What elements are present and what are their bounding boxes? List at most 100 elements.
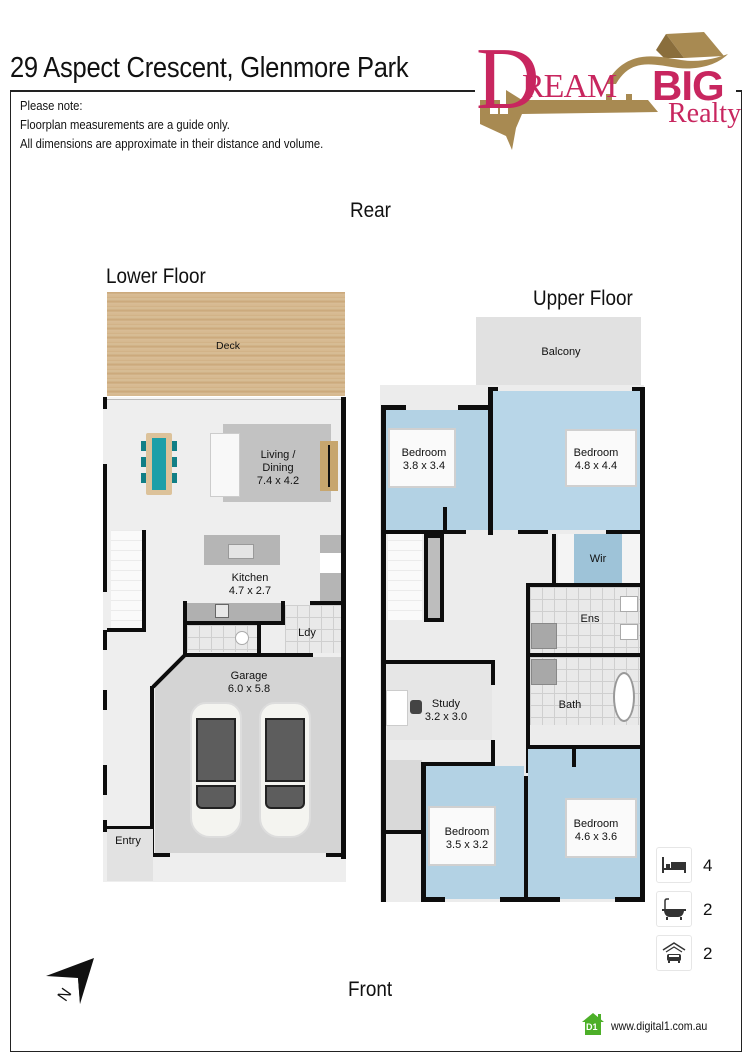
study-label: Study 3.2 x 3.0 — [424, 698, 468, 723]
bedroom-main-label: Bedroom 4.8 x 4.4 — [573, 447, 619, 472]
parking-count: 2 — [703, 944, 713, 963]
void-shaft — [424, 534, 444, 622]
wall — [552, 534, 556, 586]
wall — [526, 653, 645, 657]
living-dining-label: Living / Dining 7.4 x 4.2 — [256, 449, 300, 487]
deck-area — [107, 292, 345, 396]
logo-ream: REAM — [522, 68, 617, 105]
balcony-label: Balcony — [541, 346, 581, 358]
entry-label: Entry — [115, 835, 141, 847]
digital1-house-icon — [582, 1013, 604, 1035]
wall — [326, 853, 346, 857]
sink — [228, 544, 254, 559]
wall — [381, 405, 386, 902]
wall — [526, 745, 645, 749]
wir-floor — [574, 534, 622, 584]
toilet — [235, 631, 249, 645]
basin — [620, 596, 638, 612]
wall — [310, 601, 341, 605]
bed — [565, 429, 637, 487]
wall — [491, 660, 495, 685]
wall — [281, 601, 285, 625]
chair — [172, 457, 177, 467]
car-roof — [265, 718, 305, 782]
wall — [103, 765, 107, 795]
bath-label: Bath — [558, 699, 582, 711]
living-rug — [223, 424, 331, 502]
bedrooms-count: 4 — [703, 856, 713, 875]
ensuite-label: Ens — [580, 613, 600, 625]
staircase — [388, 534, 422, 620]
wall — [518, 530, 548, 534]
deck-label: Deck — [216, 340, 240, 352]
wall — [103, 464, 107, 592]
cooktop — [215, 604, 229, 618]
wall — [606, 530, 645, 534]
wall — [381, 405, 406, 410]
lower-floor-title: Lower Floor — [106, 265, 206, 288]
wall — [572, 749, 576, 767]
upper-floor-title: Upper Floor — [533, 287, 633, 310]
digital1-badge: D1 — [586, 1022, 598, 1032]
bed-icon — [662, 857, 686, 873]
bedroom-3-label: Bedroom 3.5 x 3.2 — [444, 826, 490, 851]
compass-n: N — [55, 985, 76, 1004]
wall — [381, 660, 495, 664]
bath-icon — [662, 898, 686, 920]
table-runner — [152, 438, 166, 490]
wall — [421, 762, 493, 766]
sofa — [210, 433, 240, 497]
property-address: 29 Aspect Crescent, Glenmore Park — [10, 52, 409, 84]
wall — [526, 583, 645, 587]
chair — [141, 441, 146, 451]
basin — [620, 624, 638, 640]
bed — [428, 806, 496, 866]
balcony-area — [476, 317, 641, 387]
garage-car-icon — [662, 942, 686, 963]
bathtub — [613, 672, 635, 722]
wall — [381, 830, 426, 834]
wall — [381, 530, 466, 534]
disclaimer-note: Please note: Floorplan measurements are … — [20, 97, 323, 154]
car-roof — [196, 718, 236, 782]
car-windscreen — [265, 785, 305, 809]
front-label: Front — [348, 978, 393, 1001]
footer-website-link[interactable]: www.digital1.com.au — [611, 1019, 708, 1033]
wall — [257, 625, 261, 653]
wall — [491, 740, 495, 780]
logo-realty: Realty — [668, 98, 742, 129]
note-line: Floorplan measurements are a guide only. — [20, 118, 230, 132]
parking-feature — [656, 935, 692, 971]
wall — [615, 897, 645, 902]
chair — [172, 441, 177, 451]
tv — [328, 445, 330, 487]
linen-storage — [386, 760, 422, 832]
wall — [526, 583, 530, 773]
laundry-label: Ldy — [298, 627, 316, 639]
bedroom-4-label: Bedroom 4.6 x 3.6 — [573, 818, 619, 843]
wall — [341, 397, 346, 859]
sliding-door — [107, 397, 341, 400]
wall — [488, 387, 493, 535]
bathrooms-count: 2 — [703, 900, 713, 919]
laundry-room — [285, 605, 341, 653]
rear-label: Rear — [350, 199, 391, 222]
wall — [524, 776, 528, 902]
bed — [565, 798, 637, 858]
wall — [103, 690, 107, 710]
wall — [458, 405, 492, 410]
note-line: All dimensions are approximate in their … — [20, 137, 324, 151]
chair — [141, 473, 146, 483]
desk-chair — [410, 700, 422, 714]
shower — [531, 659, 557, 685]
wall — [187, 621, 285, 625]
frame-top-divider — [10, 90, 475, 92]
bedroom-1-label: Bedroom 3.8 x 3.4 — [401, 447, 447, 472]
wall — [488, 387, 498, 391]
wall — [183, 653, 313, 657]
entry-area — [107, 829, 153, 881]
wall — [632, 387, 645, 391]
plan-frame — [10, 91, 742, 1052]
staircase — [111, 530, 146, 630]
wir-label: Wir — [589, 553, 607, 565]
